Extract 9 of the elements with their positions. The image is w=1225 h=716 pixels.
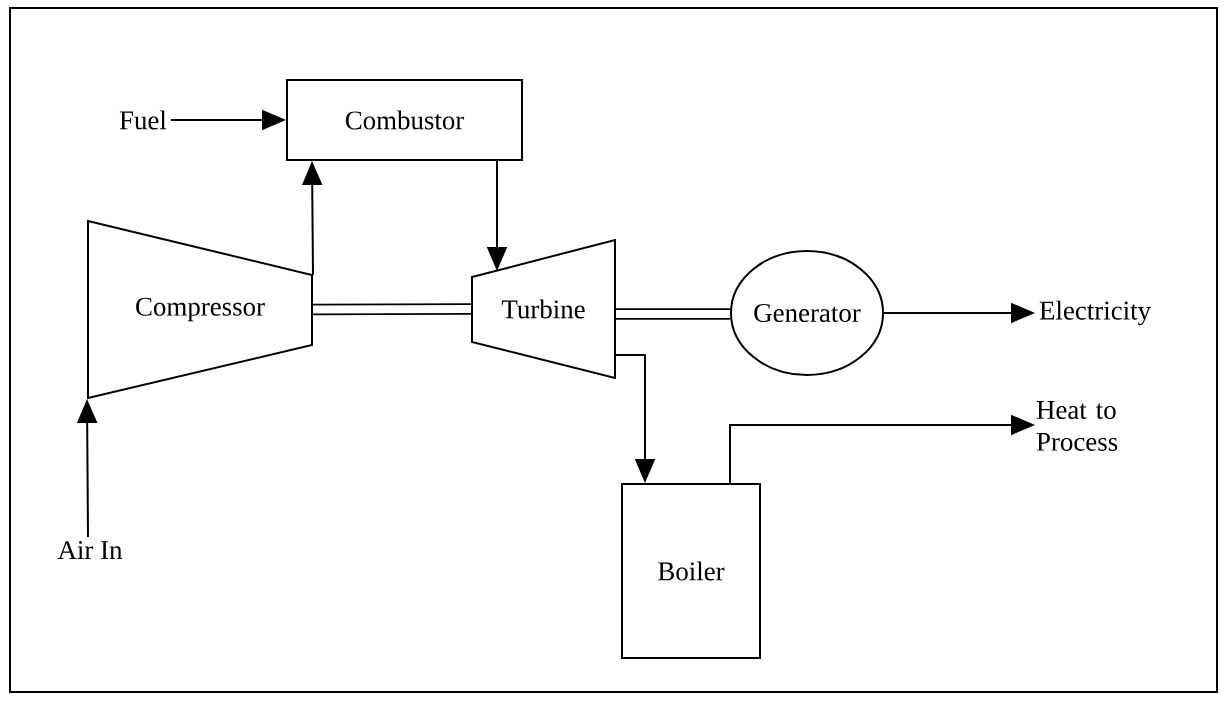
machine-trapezoid: Turbine [471, 238, 616, 380]
shaft-line [616, 308, 730, 320]
process-box: Combustor [286, 79, 523, 161]
flow-label: Electricity [1039, 300, 1151, 326]
shaft-line [313, 303, 472, 316]
flow-label: Air In [57, 541, 123, 559]
flow-label: Heat to Process [1036, 401, 1118, 451]
flow-label: Fuel [119, 110, 167, 130]
process-box: Boiler [621, 483, 761, 659]
